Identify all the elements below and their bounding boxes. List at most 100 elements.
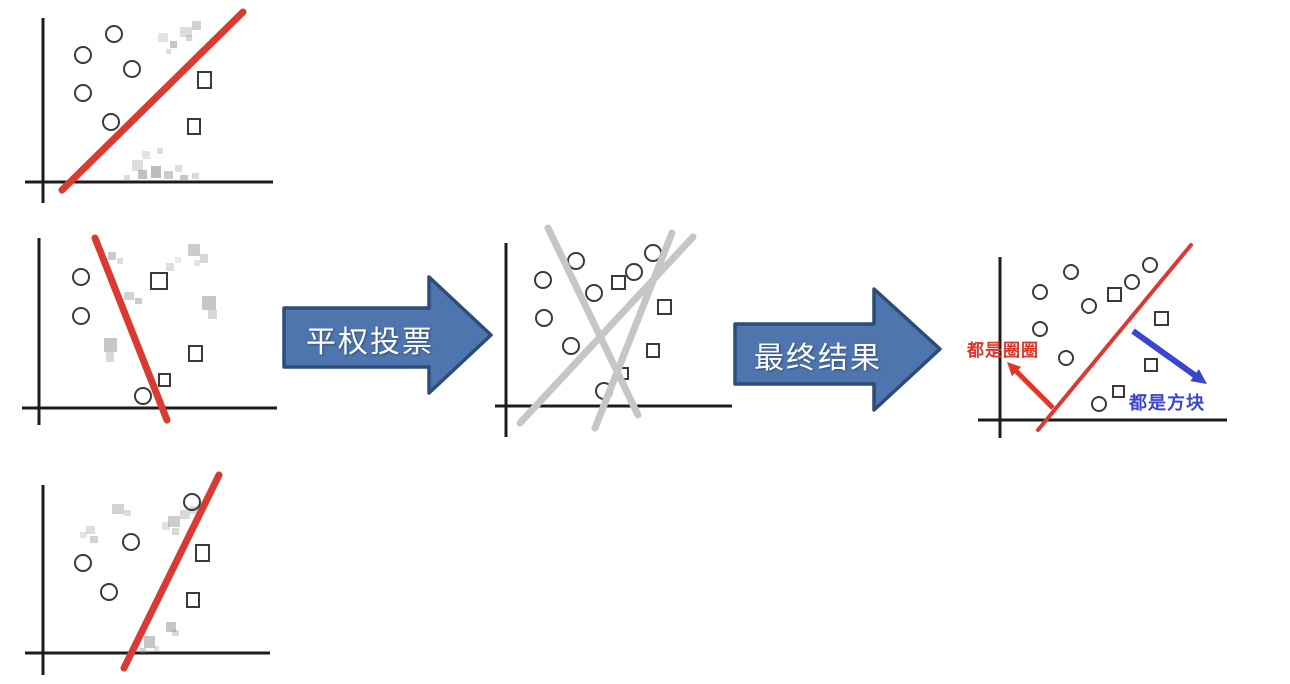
smudge-artifact xyxy=(90,536,98,543)
block-arrow-right-icon xyxy=(282,275,493,395)
result-arrow: 最终结果 xyxy=(733,287,942,412)
circle-point xyxy=(122,533,140,551)
circle-point xyxy=(1032,321,1048,337)
classifier-line xyxy=(58,8,247,194)
smudge-artifact xyxy=(138,170,147,179)
square-point xyxy=(188,345,203,362)
vote-line xyxy=(591,229,676,432)
square-point xyxy=(158,373,171,387)
circle-point xyxy=(123,60,141,78)
annotation-arrow-head-icon xyxy=(1007,362,1022,377)
smudge-artifact xyxy=(202,296,216,310)
smudge-artifact xyxy=(192,173,199,179)
circle-point xyxy=(1081,298,1097,314)
circle-point xyxy=(72,268,90,286)
smudge-artifact xyxy=(108,252,116,260)
smudge-artifact xyxy=(142,151,150,159)
square-point xyxy=(150,272,168,290)
classifier-plot-2 xyxy=(22,234,277,425)
circle-point xyxy=(74,46,92,64)
smudge-artifact xyxy=(117,258,123,264)
smudge-artifact xyxy=(154,646,159,651)
classifier-line xyxy=(91,234,171,424)
annotation-arrow-shaft xyxy=(1131,328,1200,380)
smudge-artifact xyxy=(172,630,179,636)
circle-point xyxy=(1032,284,1048,300)
smudge-artifact xyxy=(172,528,179,535)
circle-point xyxy=(1063,264,1079,280)
smudge-artifact xyxy=(135,298,142,304)
smudge-artifact xyxy=(124,292,134,300)
result-arrow-label: 最终结果 xyxy=(754,341,882,376)
smudge-artifact xyxy=(175,257,181,263)
smudge-artifact xyxy=(124,510,131,516)
smudge-artifact xyxy=(132,160,143,171)
circle-point xyxy=(1091,396,1107,412)
smudge-artifact xyxy=(151,166,161,178)
smudge-artifact xyxy=(188,244,200,256)
square-point xyxy=(197,71,212,89)
smudge-artifact xyxy=(180,27,192,37)
classifier-plot-3 xyxy=(25,471,270,675)
classifier-line xyxy=(1036,243,1193,432)
square-point xyxy=(187,118,201,135)
circle-point xyxy=(562,337,580,355)
circle-point xyxy=(1142,257,1158,273)
smudge-artifact xyxy=(86,526,95,534)
circle-point xyxy=(72,307,90,325)
circle-point xyxy=(567,252,585,270)
smudge-artifact xyxy=(144,636,155,648)
smudge-artifact xyxy=(166,622,176,632)
smudge-artifact xyxy=(164,171,173,179)
smudge-artifact xyxy=(180,510,190,519)
circle-point xyxy=(183,493,201,511)
classifier-line xyxy=(120,471,223,672)
square-point xyxy=(1144,358,1158,372)
smudge-artifact xyxy=(112,504,124,514)
circle-point xyxy=(100,583,118,601)
circle-point xyxy=(585,284,603,302)
smudge-artifact xyxy=(170,41,177,48)
smudge-artifact xyxy=(194,260,200,266)
smudge-artifact xyxy=(208,310,217,319)
circle-point xyxy=(74,84,92,102)
final-result-plot xyxy=(978,243,1227,438)
smudge-artifact xyxy=(166,263,174,271)
smudge-artifact xyxy=(104,338,117,352)
circle-point xyxy=(1124,274,1140,290)
all-squares-label: 都是方块 xyxy=(1129,393,1205,413)
circle-point xyxy=(625,263,643,281)
smudge-artifact xyxy=(106,352,114,362)
smudge-artifact xyxy=(200,254,208,263)
circle-point xyxy=(74,554,92,572)
square-point xyxy=(1154,311,1169,326)
smudge-artifact xyxy=(158,33,168,42)
vote-line xyxy=(516,233,697,427)
circle-point xyxy=(535,309,553,327)
smudge-artifact xyxy=(162,522,170,530)
smudge-artifact xyxy=(124,175,130,180)
smudge-artifact xyxy=(175,165,182,172)
circle-point xyxy=(105,25,123,43)
annotation-arrow-head-icon xyxy=(1190,369,1207,384)
square-point xyxy=(195,544,210,562)
vote-arrow-label: 平权投票 xyxy=(306,325,434,360)
circle-point xyxy=(534,271,552,289)
square-point xyxy=(611,275,626,290)
all-circles-label: 都是圈圈 xyxy=(967,341,1039,360)
combined-votes-plot xyxy=(495,224,732,437)
circle-point xyxy=(1058,350,1074,366)
smudge-artifact xyxy=(186,35,192,41)
square-point xyxy=(657,299,672,315)
smudge-artifact xyxy=(157,148,163,154)
classifier-plot-1 xyxy=(25,8,273,203)
circle-point xyxy=(102,113,120,131)
smudge-artifact xyxy=(166,49,171,54)
smudge-artifact xyxy=(192,21,201,30)
smudge-artifact xyxy=(180,175,188,181)
vote-arrow: 平权投票 xyxy=(282,275,493,395)
smudge-artifact xyxy=(168,516,180,527)
smudge-artifact xyxy=(140,648,146,653)
annotation-arrow-shaft xyxy=(1012,367,1055,410)
